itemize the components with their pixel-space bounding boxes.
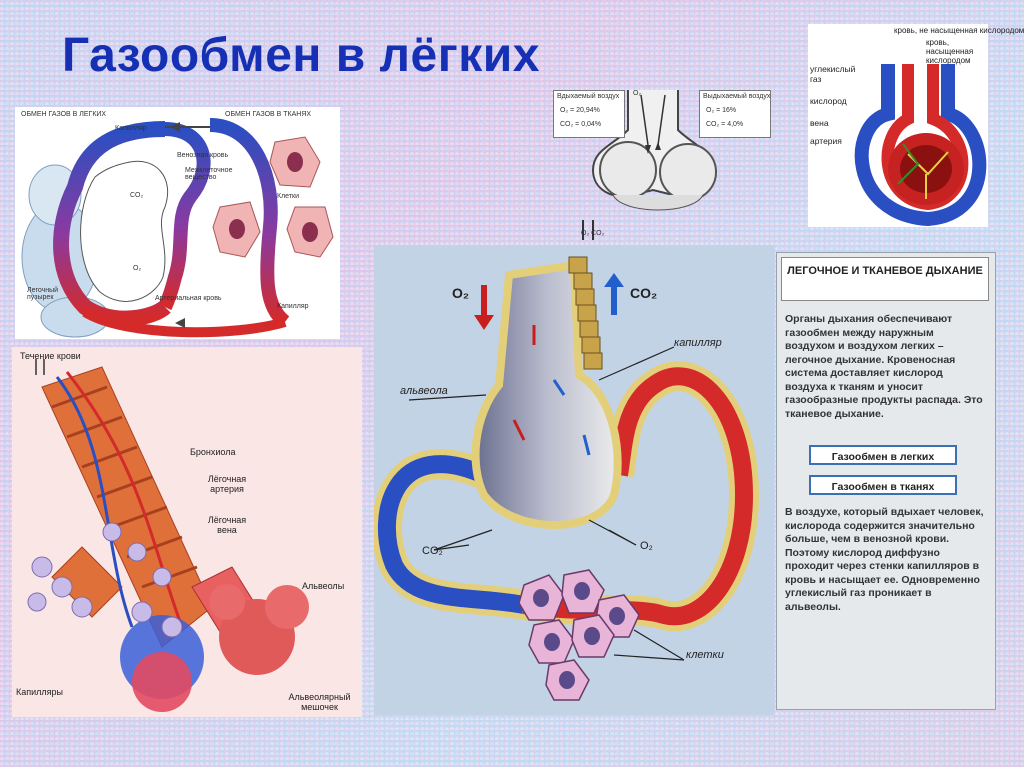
label-co2-bottom: CO₂: [422, 545, 443, 557]
figure-bronchiole-alveoli: Течение крови Бронхиола Лёгочная артерия…: [12, 347, 362, 717]
label-blood-unsaturated: кровь, не насыщенная кислородом: [894, 26, 1024, 35]
label-cells-main: клетки: [686, 649, 724, 661]
label-capillary: Капилляр: [115, 125, 147, 132]
alveoli-bubbles: [27, 522, 183, 638]
label-vein: вена: [810, 118, 829, 128]
figure-gas-exchange-lungs-tissues: ОБМЕН ГАЗОВ В ЛЕГКИХ ОБМЕН ГАЗОВ В ТКАНЯ…: [15, 107, 340, 339]
label-alveolus: альвеола: [400, 385, 448, 397]
alveoli-diagram: [582, 90, 717, 240]
label-lung-sac: Легочный пузырек: [27, 287, 59, 301]
label-o2-co2-arrows: O₂ CO₂: [581, 230, 605, 237]
gas-exchange-tissues-button[interactable]: Газообмен в тканях: [809, 475, 957, 495]
exhaled-co2: CO₂ = 4,0%: [706, 121, 744, 128]
label-venous-blood: Венозная кровь: [177, 152, 229, 159]
label-cells: Клетки: [277, 193, 300, 200]
cell-nuclei: [533, 582, 625, 689]
label-o2-bottom: O₂: [640, 540, 653, 552]
lungs-tissues-diagram: [21, 118, 334, 338]
card-exhaled-air: Выдыхаемый воздух O₂ = 16% CO₂ = 4,0%: [699, 90, 771, 138]
tissue-cells: [212, 136, 334, 258]
inhaled-title: Вдыхаемый воздух: [557, 93, 620, 100]
gas-exchange-lungs-button[interactable]: Газообмен в легких: [809, 445, 957, 465]
leader-lines: [408, 346, 685, 661]
info-paragraph-1: Органы дыхания обеспечивают газообмен ме…: [785, 313, 983, 420]
card-inhaled-air: Вдыхаемый воздух O₂ = 20,94% CO₂ = 0,04%: [553, 90, 625, 138]
info-paragraph-2: В воздухе, который вдыхает человек, кисл…: [785, 506, 984, 613]
label-artery: артерия: [810, 136, 842, 146]
label-o2-top: O₂: [633, 90, 642, 97]
label-arterial-blood: Артериальная кровь: [155, 295, 222, 302]
alveolus-wall-cells: [568, 256, 603, 370]
label-interstitial: Межклеточное вещество: [185, 167, 233, 181]
label-bronchiole: Бронхиола: [190, 447, 236, 457]
gas-arrows: [474, 273, 624, 456]
figure-alveolus-blood-vessels: кровь, не насыщенная кислородом углекисл…: [808, 24, 1024, 227]
label-blood-saturated: кровь, насыщенная кислородом: [926, 38, 974, 65]
info-heading: ЛЕГОЧНОЕ И ТКАНЕВОЕ ДЫХАНИЕ: [781, 257, 989, 301]
tissue-cells-cluster: [518, 569, 640, 701]
label-co2: CO₂: [130, 192, 144, 199]
label-co2-out: CO₂: [630, 285, 658, 301]
heading-gas-exchange-lungs: ОБМЕН ГАЗОВ В ЛЕГКИХ: [21, 111, 107, 118]
label-oxygen: кислород: [810, 96, 847, 106]
figure-alveoli-air-composition: Вдыхаемый воздух O₂ = 20,94% CO₂ = 0,04%…: [553, 90, 771, 245]
label-alveolar-sac: Альвеолярный мешочек: [288, 692, 351, 712]
label-co2-gas: углекислый газ: [810, 64, 856, 84]
alveolus-capillary-diagram: [371, 256, 760, 701]
exhaled-title: Выдыхаемый воздух: [703, 93, 771, 100]
alveoli-clusters: [120, 584, 309, 712]
label-capillary-2: Капилляр: [277, 303, 309, 310]
inhaled-co2: CO₂ = 0,04%: [560, 121, 602, 128]
label-pulmonary-vein: Лёгочная вена: [207, 515, 247, 535]
label-pulmonary-artery: Лёгочная артерия: [207, 474, 247, 494]
label-capillaries: Капилляры: [16, 687, 63, 697]
label-o2: O₂: [133, 265, 142, 272]
label-o2-in: O₂: [452, 285, 470, 301]
bronchiole-diagram: [27, 359, 309, 712]
exhaled-o2: O₂ = 16%: [706, 107, 737, 114]
alveolus-vessels-diagram: [854, 64, 987, 227]
label-alveoli: Альвеолы: [302, 581, 345, 591]
inhaled-o2: O₂ = 20,94%: [560, 107, 600, 114]
label-blood-flow: Течение крови: [20, 351, 81, 361]
page-title: Газообмен в лёгких: [62, 29, 540, 82]
heading-gas-exchange-tissues: ОБМЕН ГАЗОВ В ТКАНЯХ: [225, 111, 312, 118]
label-capillary-main: капилляр: [674, 337, 722, 349]
figure-alveolus-capillary-main: O₂ CO₂ капилляр альвеола CO₂ O₂ клетки: [371, 245, 774, 715]
info-panel: ЛЕГОЧНОЕ И ТКАНЕВОЕ ДЫХАНИЕ Органы дыхан…: [776, 252, 996, 710]
